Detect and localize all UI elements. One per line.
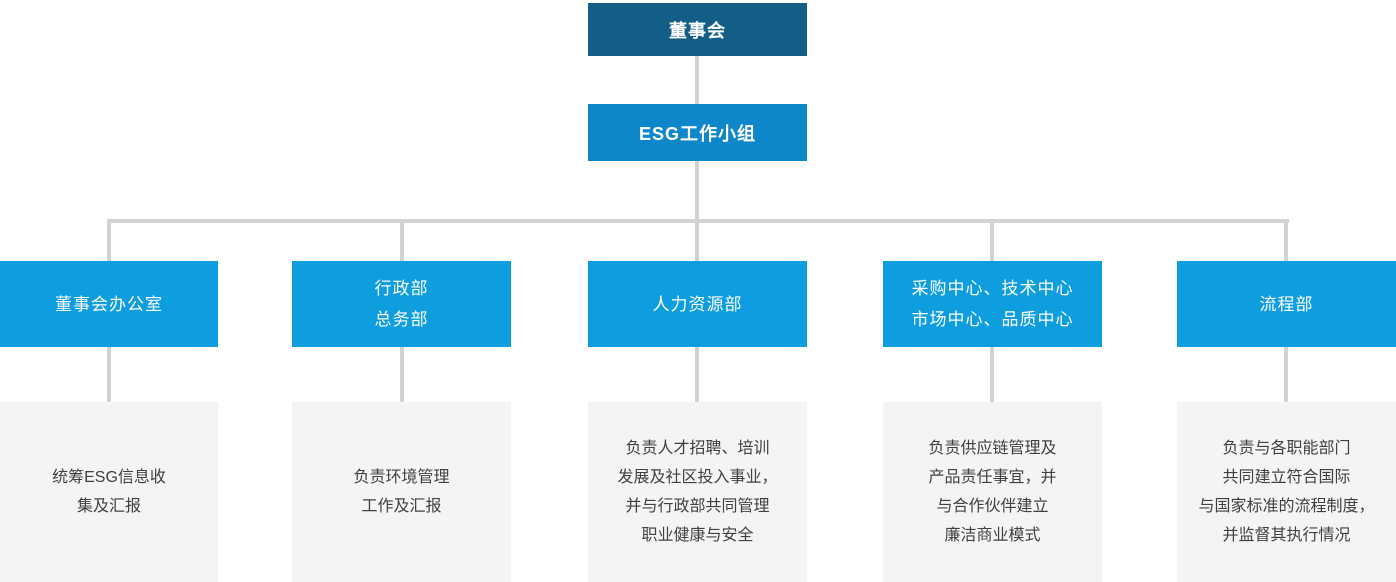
dept-desc-process: 负责与各职能部门 共同建立符合国际 与国家标准的流程制度， 并监督其执行情况 [1177, 402, 1396, 582]
connector-rail-to-dept-admin [400, 219, 404, 261]
connector-board-to-team [695, 56, 699, 104]
org-node-board-label: 董事会 [669, 20, 726, 41]
org-node-esg-team-label: ESG工作小组 [638, 123, 756, 144]
dept-node-admin-general: 行政部 总务部 [292, 261, 511, 347]
connector-dept-board-office-to-desc [107, 347, 111, 402]
dept-desc-board-office: 统筹ESG信息收 集及汇报 [0, 402, 218, 582]
dept-node-hr: 人力资源部 [588, 261, 807, 347]
connector-team-to-rail [695, 161, 699, 219]
dept-node-board-office: 董事会办公室 [0, 261, 218, 347]
dept-desc-board-office-text: 统筹ESG信息收 集及汇报 [52, 469, 166, 515]
dept-node-board-office-label: 董事会办公室 [55, 294, 163, 314]
dept-node-admin-general-label: 行政部 总务部 [374, 279, 429, 329]
org-node-esg-team: ESG工作小组 [588, 104, 807, 161]
dept-node-hr-label: 人力资源部 [652, 294, 743, 314]
dept-desc-admin-general: 负责环境管理 工作及汇报 [292, 402, 511, 582]
connector-dept-process-to-desc [1284, 347, 1288, 402]
dept-desc-hr-text: 负责人才招聘、培训 发展及社区投入事业， 并与行政部共同管理 职业健康与安全 [617, 440, 778, 544]
dept-desc-hr: 负责人才招聘、培训 发展及社区投入事业， 并与行政部共同管理 职业健康与安全 [588, 402, 807, 582]
connector-rail-to-dept-process [1284, 219, 1288, 261]
connector-dept-hr-to-desc [695, 347, 699, 402]
connector-rail-to-dept-centers [990, 219, 994, 261]
dept-desc-centers-text: 负责供应链管理及 产品责任事宜，并 与合作伙伴建立 廉洁商业模式 [928, 440, 1057, 544]
dept-node-centers-label: 采购中心、技术中心 市场中心、品质中心 [911, 279, 1074, 329]
connector-dept-admin-to-desc [400, 347, 404, 402]
dept-node-process: 流程部 [1177, 261, 1396, 347]
connector-rail-to-dept-hr [695, 219, 699, 261]
dept-desc-process-text: 负责与各职能部门 共同建立符合国际 与国家标准的流程制度， 并监督其执行情况 [1198, 440, 1375, 544]
dept-node-process-label: 流程部 [1259, 294, 1314, 314]
org-node-board: 董事会 [588, 3, 807, 56]
dept-desc-centers: 负责供应链管理及 产品责任事宜，并 与合作伙伴建立 廉洁商业模式 [883, 402, 1102, 582]
dept-node-centers: 采购中心、技术中心 市场中心、品质中心 [883, 261, 1102, 347]
connector-dept-centers-to-desc [990, 347, 994, 402]
connector-rail-to-dept-board-office [107, 219, 111, 261]
dept-desc-admin-general-text: 负责环境管理 工作及汇报 [353, 469, 450, 515]
